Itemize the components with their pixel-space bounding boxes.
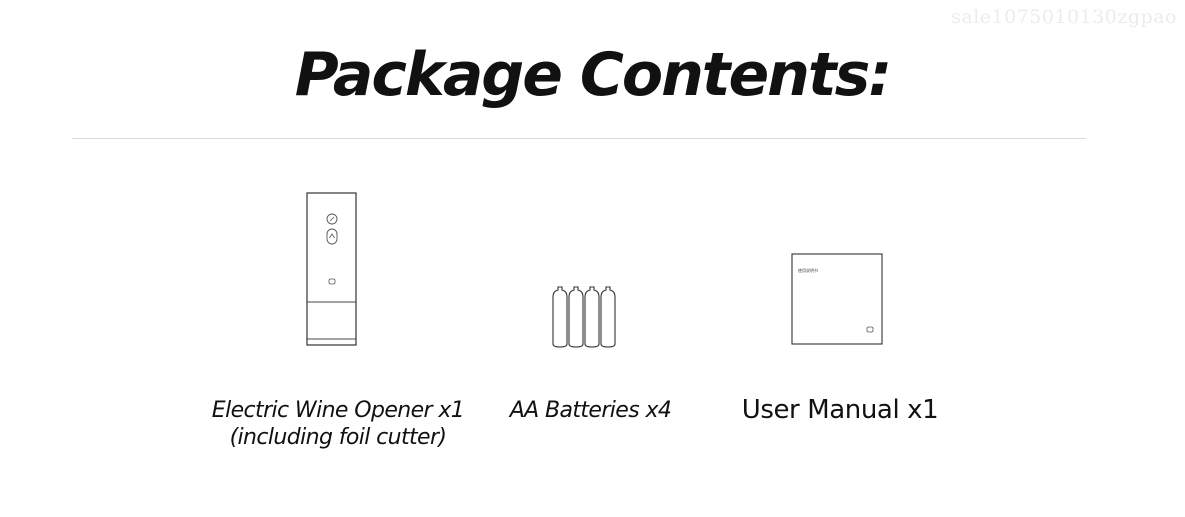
wine-opener-button-bottom [326, 228, 338, 245]
manual-cover-title: 使用说明书 [798, 267, 818, 273]
brand-logo-icon [866, 326, 874, 333]
brand-logo-icon [328, 278, 336, 285]
caption-manual-line1: User Manual x1 [741, 395, 939, 425]
wine-opener-button-top [326, 213, 338, 225]
manual-icon: 使用说明书 [791, 253, 883, 345]
divider [72, 138, 1086, 139]
page-title: Package Contents: [294, 40, 893, 110]
watermark: sale1075010130zgpao [951, 6, 1177, 28]
caption-wine-opener-line1: Electric Wine Opener x1 [211, 398, 465, 423]
caption-batteries: AA Batteries x4 [488, 397, 693, 424]
caption-batteries-line1: AA Batteries x4 [509, 398, 672, 423]
wine-opener-icon [306, 192, 357, 346]
batteries-icon [552, 286, 616, 348]
caption-wine-opener-line2: (including foil cutter) [229, 425, 447, 450]
caption-manual: User Manual x1 [715, 395, 965, 425]
caption-wine-opener: Electric Wine Opener x1 (including foil … [188, 397, 488, 451]
